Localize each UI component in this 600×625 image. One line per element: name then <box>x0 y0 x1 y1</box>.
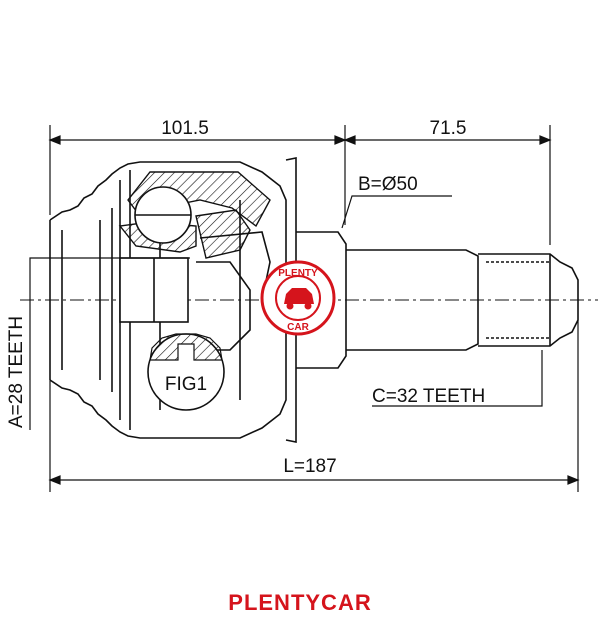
logo-ring-top: PLENTY <box>278 268 318 279</box>
spline-c-callout <box>372 350 543 407</box>
total-length-line <box>48 320 580 492</box>
dim-total-length: L=187 <box>283 456 336 477</box>
diameter-callout <box>341 195 452 229</box>
footer-brand: PLENTYCAR <box>228 590 372 615</box>
plentycar-logo: PLENTY CAR <box>260 260 336 336</box>
spline-a-callout <box>29 257 190 430</box>
ball-bearing <box>119 186 271 351</box>
fig1-marker: FIG1 <box>147 333 225 411</box>
dim-diameter: B=Ø50 <box>358 174 418 195</box>
fig1-label: FIG1 <box>165 374 207 395</box>
logo-ring-bottom: CAR <box>287 322 309 333</box>
top-dimensions <box>48 125 552 245</box>
dim-spline-a: A=28 TEETH <box>6 316 27 428</box>
dim-right-length: 71.5 <box>430 118 467 139</box>
dim-left-length: 101.5 <box>161 118 209 139</box>
dim-spline-c: C=32 TEETH <box>372 386 485 407</box>
shaft <box>296 231 579 369</box>
